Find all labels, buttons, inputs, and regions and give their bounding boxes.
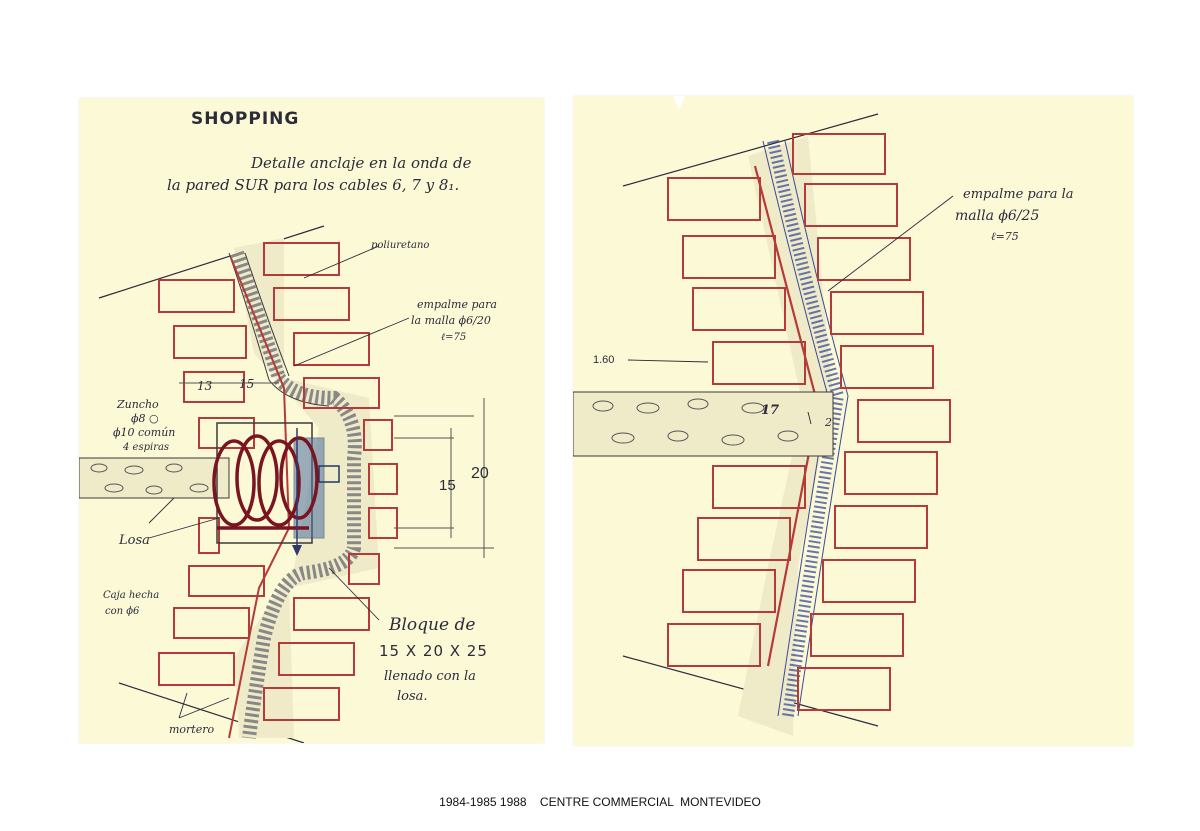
label-zuncho-1: Zuncho (116, 398, 159, 411)
left-brick-column (667, 177, 806, 667)
note-line-1: Detalle anclaje en la onda de (250, 154, 472, 172)
label-mortero: mortero (169, 723, 215, 736)
note-line-2: la pared SUR para los cables 6, 7 y 8₁. (167, 176, 459, 194)
dim-15: 15 (439, 477, 456, 494)
label-empalme-1: empalme para (417, 298, 497, 311)
bloque-line-4: losa. (397, 689, 428, 704)
bloque-line-3: llenado con la (384, 669, 476, 684)
sheet-title: SHOPPING (191, 109, 299, 129)
label-caja-2: con ϕ6 (105, 606, 140, 617)
spiral-reinforcement (212, 434, 319, 530)
mortar-fill (738, 136, 833, 736)
left-brick-column (158, 279, 265, 686)
left-anchor-detail-drawing: SHOPPING Detalle anclaje en la onda de l… (79, 109, 497, 743)
dim-2: 2 (824, 416, 832, 429)
dim-15-small: 15 (239, 377, 254, 391)
left-drawing-sheet: SHOPPING Detalle anclaje en la onda de l… (79, 98, 544, 743)
right-drawing-sheet: empalme para la malla ϕ6/25 ℓ=75 1.60 17… (573, 96, 1133, 746)
slab (573, 391, 834, 457)
insulation-band (767, 139, 845, 717)
dimension-lines (179, 382, 494, 558)
label-zuncho-2: ϕ8 ○ (131, 412, 159, 425)
right-brick-column (792, 133, 951, 711)
label-losa: Losa (118, 533, 150, 548)
dim-1-60: 1.60 (593, 354, 614, 366)
label-empalme-3: ℓ=75 (991, 230, 1019, 243)
right-wall-section-drawing: empalme para la malla ϕ6/25 ℓ=75 1.60 17… (573, 96, 1073, 736)
caption: 1984-1985 1988 CENTRE COMMERCIAL MONTEVI… (439, 795, 761, 809)
label-poliuretano: poliuretano (371, 240, 429, 251)
bloque-line-2: 15 X 20 X 25 (379, 642, 488, 660)
label-empalme-3: ℓ=75 (441, 332, 466, 343)
dim-20: 20 (471, 465, 489, 482)
label-caja-1: Caja hecha (103, 590, 159, 601)
label-empalme-2: la malla ϕ6/20 (411, 314, 491, 327)
label-empalme-2: malla ϕ6/25 (955, 208, 1039, 224)
label-empalme-1: empalme para la (963, 187, 1073, 202)
bloque-line-1: Bloque de (388, 615, 475, 635)
label-zuncho-4: 4 espiras (122, 442, 169, 453)
label-zuncho-3: ϕ10 común (113, 426, 175, 439)
dim-13: 13 (197, 379, 213, 393)
right-brick-column (263, 242, 398, 721)
dim-17: 17 (761, 403, 779, 418)
